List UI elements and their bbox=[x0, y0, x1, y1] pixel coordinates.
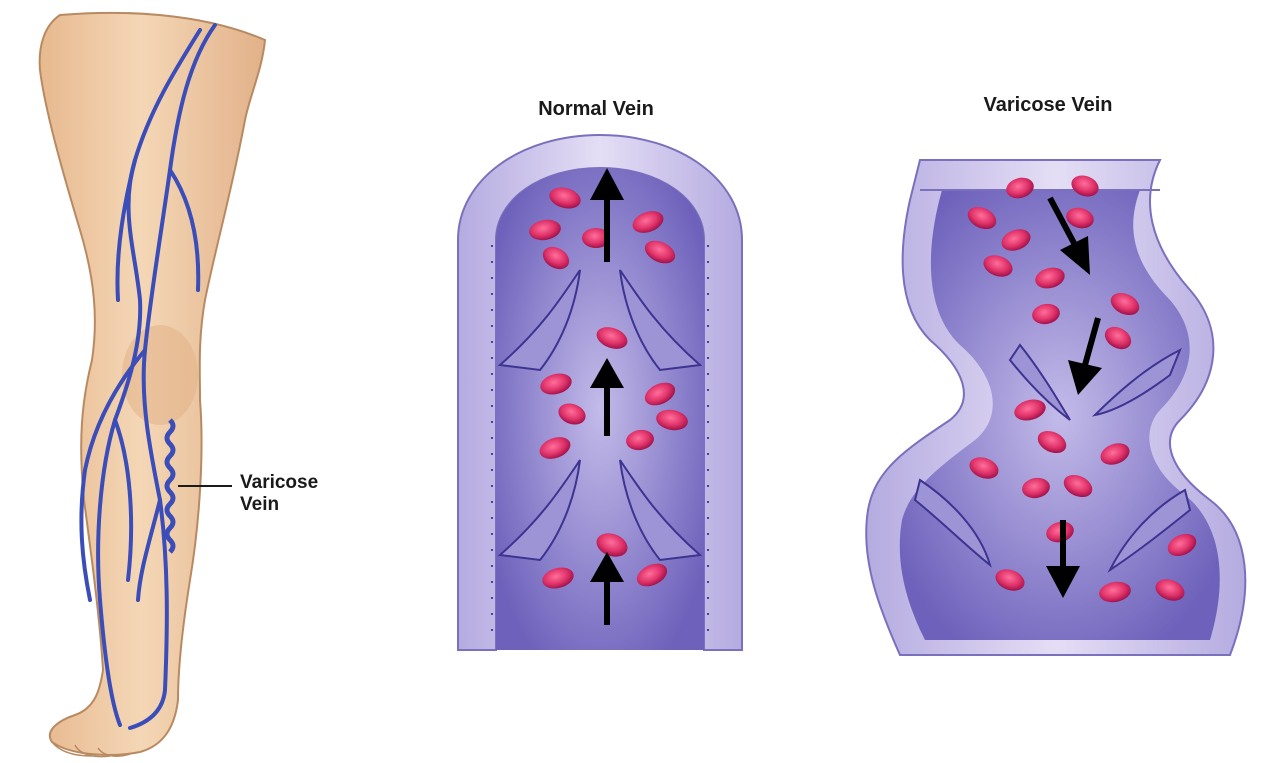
leg-illustration: Varicose Vein bbox=[40, 13, 319, 757]
varicose-vein-panel: Varicose Vein bbox=[866, 94, 1245, 655]
leg-callout-label-line1: Varicose bbox=[240, 472, 318, 493]
varicose-vein-title: Varicose Vein bbox=[984, 94, 1113, 116]
knee-shading bbox=[122, 325, 198, 425]
normal-vein-panel: Normal Vein bbox=[458, 98, 742, 650]
normal-vein-title: Normal Vein bbox=[538, 98, 654, 120]
leg-callout-label-line2: Vein bbox=[240, 494, 279, 515]
